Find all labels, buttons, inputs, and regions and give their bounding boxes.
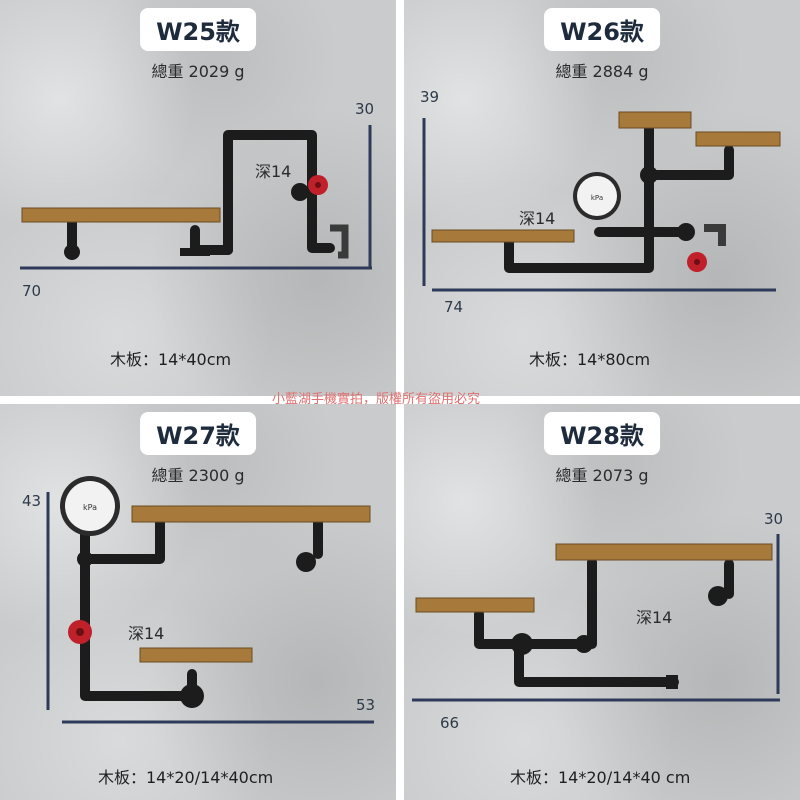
shelf-w28-illustration <box>412 534 780 702</box>
wood-board <box>21 207 221 223</box>
width-dimension: 53 <box>356 696 376 714</box>
wood-board <box>618 111 692 129</box>
product-title: W27款 <box>140 412 256 455</box>
height-dimension: 30 <box>355 100 375 118</box>
faucet-icon <box>704 224 726 246</box>
total-weight: 總重 2073 g <box>555 466 649 485</box>
wood-board <box>695 131 781 147</box>
panel-w25: W25款 總重 2029 g 30 70 深14 木板：14*40cm <box>0 0 396 396</box>
width-dimension: 66 <box>440 714 460 732</box>
board-size: 木板：14*20/14*40cm <box>98 768 274 787</box>
height-dimension: 43 <box>22 492 42 510</box>
board-size: 木板：14*40cm <box>110 350 232 369</box>
gauge-unit-label: kPa <box>83 503 97 512</box>
shelf-w26-illustration: kPa <box>422 111 781 292</box>
total-weight: 總重 2029 g <box>151 62 245 81</box>
depth-label: 深14 <box>519 209 556 228</box>
panel-divider-horizontal <box>0 396 800 404</box>
pressure-gauge-icon <box>577 176 617 216</box>
panel-w28: W28款 總重 2073 g 30 66 深14 木板：14*20/14*40 … <box>404 404 800 800</box>
wood-board <box>555 543 773 561</box>
gauge-unit-label: kPa <box>591 194 603 202</box>
wood-board <box>139 647 253 663</box>
width-dimension: 70 <box>22 282 42 300</box>
shelf-w25-illustration <box>20 125 372 270</box>
product-title: W26款 <box>544 8 660 51</box>
board-size: 木板：14*20/14*40 cm <box>510 768 691 787</box>
total-weight: 總重 2884 g <box>555 62 649 81</box>
height-dimension: 39 <box>420 88 440 106</box>
depth-label: 深14 <box>636 608 673 627</box>
width-dimension: 74 <box>444 298 464 316</box>
wood-board <box>131 505 371 523</box>
board-size: 木板：14*80cm <box>529 350 651 369</box>
faucet-icon <box>330 224 349 259</box>
product-title: W25款 <box>140 8 256 51</box>
depth-label: 深14 <box>255 162 292 181</box>
panel-w27: kPa W27款 總重 2300 g 43 53 深14 木板：14*20/14… <box>0 404 396 800</box>
panel-w26: kPa W26款 總重 2884 g 39 74 深14 木板：14*80cm <box>404 0 800 396</box>
shelf-w27-illustration: kPa <box>46 476 374 724</box>
wood-board <box>415 597 535 613</box>
pressure-gauge-icon <box>65 481 115 531</box>
total-weight: 總重 2300 g <box>151 466 245 485</box>
product-title: W28款 <box>544 412 660 455</box>
watermark-text: 小藍湖手機實拍，版權所有盜用必究 <box>272 392 481 407</box>
depth-label: 深14 <box>128 624 165 643</box>
height-dimension: 30 <box>764 510 784 528</box>
wood-board <box>431 229 575 243</box>
